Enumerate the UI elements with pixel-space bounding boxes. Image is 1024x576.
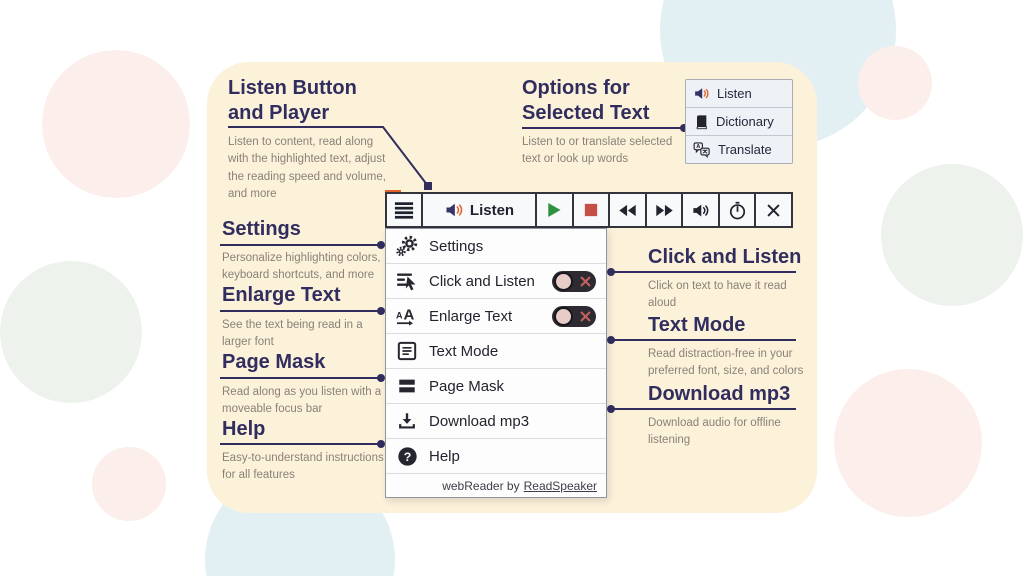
play-icon [548, 203, 561, 217]
volume-button[interactable] [681, 194, 718, 226]
menu-item-label: Download mp3 [429, 412, 530, 430]
svg-text:A: A [696, 144, 700, 150]
volume-icon [693, 204, 709, 216]
selected-text-panel: Listen Dictionary A Translate [685, 79, 793, 164]
speaker-icon [695, 88, 709, 99]
enlarge-text-toggle-off[interactable] [552, 305, 596, 327]
svg-text:?: ? [403, 449, 411, 463]
toggle-x-icon [580, 275, 591, 287]
menu-item-page-mask[interactable]: Page Mask [386, 369, 606, 404]
stop-button[interactable] [571, 194, 609, 226]
callout-title-text-mode: Text Mode [648, 314, 746, 336]
deco-circle-pink-top-left [42, 50, 190, 198]
callout-title-options-selected: Options for Selected Text [522, 77, 650, 124]
menu-item-label: Click and Listen [429, 272, 535, 290]
rewind-button[interactable] [608, 194, 645, 226]
hamburger-icon [394, 202, 414, 219]
callout-title-settings: Settings [222, 218, 301, 240]
deco-circle-pink-top-right [858, 46, 932, 120]
text-mode-icon [396, 340, 418, 362]
svg-text:A: A [404, 307, 415, 324]
menu-item-label: Page Mask [429, 377, 505, 395]
dictionary-book-icon [696, 114, 707, 129]
panel-item-dictionary[interactable]: Dictionary [686, 108, 792, 136]
deco-circle-pink-bottom-left [92, 447, 166, 521]
toggle-knob [554, 271, 573, 291]
click-and-listen-toggle-off[interactable] [552, 270, 596, 292]
play-button[interactable] [535, 194, 572, 226]
listen-button-label: Listen [469, 201, 515, 219]
stop-icon [584, 203, 597, 217]
toggle-x-icon [580, 310, 591, 322]
callout-desc-click-listen: Click on text to have it read aloud [648, 280, 787, 310]
panel-item-translate[interactable]: A Translate [686, 136, 792, 163]
callout-desc-help: Easy-to-understand instructions for all … [222, 452, 384, 482]
callout-title-download-mp3: Download mp3 [648, 383, 791, 405]
callout-title-click-listen: Click and Listen [648, 246, 802, 268]
reading-speed-button[interactable] [717, 194, 755, 226]
menu-item-text-mode[interactable]: Text Mode [386, 334, 606, 369]
svg-text:A: A [396, 311, 403, 321]
fast-forward-icon [655, 204, 673, 216]
menu-button[interactable] [387, 194, 421, 226]
close-button[interactable] [754, 194, 791, 226]
callout-desc-page-mask: Read along as you listen with a moveable… [222, 386, 382, 416]
page-mask-icon [396, 375, 418, 397]
menu-item-click-and-listen[interactable]: Click and Listen [386, 264, 606, 299]
callout-title-enlarge-text: Enlarge Text [222, 284, 341, 306]
callout-title-listen-player: Listen Button and Player [228, 77, 357, 124]
callout-title-page-mask: Page Mask [222, 351, 326, 373]
help-icon: ? [396, 445, 418, 467]
panel-item-label: Listen [717, 86, 752, 101]
fast-forward-button[interactable] [644, 194, 682, 226]
menu-footer: webReader by ReadSpeaker [386, 474, 606, 497]
menu-footer-text: webReader by [442, 478, 520, 493]
click-listen-icon [396, 270, 418, 292]
menu-item-label: Settings [429, 237, 484, 255]
menu-item-label: Enlarge Text [429, 307, 513, 325]
toggle-knob [554, 306, 573, 326]
callout-desc-text-mode: Read distraction-free in your preferred … [648, 348, 804, 378]
download-icon [396, 410, 418, 432]
menu-item-label: Text Mode [429, 342, 499, 360]
callout-title-help: Help [222, 418, 266, 440]
deco-circle-green-right [881, 164, 1023, 306]
callout-desc-enlarge-text: See the text being read in a larger font [222, 319, 363, 349]
menu-item-help[interactable]: ? Help [386, 439, 606, 474]
player-toolbar: Listen [385, 192, 793, 228]
callout-desc-options-selected: Listen to or translate selected text or … [522, 136, 673, 166]
gears-icon [396, 235, 418, 257]
panel-item-label: Translate [718, 142, 772, 157]
panel-item-label: Dictionary [716, 114, 774, 129]
readspeaker-link[interactable]: ReadSpeaker [523, 478, 597, 493]
menu-item-download-mp3[interactable]: Download mp3 [386, 404, 606, 439]
speed-gauge-icon [729, 201, 745, 219]
close-icon [767, 203, 780, 217]
translate-icon: A [693, 141, 710, 158]
callout-desc-settings: Personalize highlighting colors, keyboar… [222, 252, 381, 282]
speaker-icon [446, 203, 463, 217]
rewind-icon [619, 204, 636, 216]
deco-circle-pink-right [834, 369, 982, 517]
callout-desc-download-mp3: Download audio for offline listening [648, 417, 781, 447]
menu-item-label: Help [429, 447, 460, 465]
listen-button[interactable]: Listen [421, 194, 535, 226]
panel-item-listen[interactable]: Listen [686, 80, 792, 108]
menu-item-settings[interactable]: Settings [386, 229, 606, 264]
deco-circle-green-left [0, 261, 142, 403]
callout-desc-listen-player: Listen to content, read along with the h… [228, 136, 386, 200]
